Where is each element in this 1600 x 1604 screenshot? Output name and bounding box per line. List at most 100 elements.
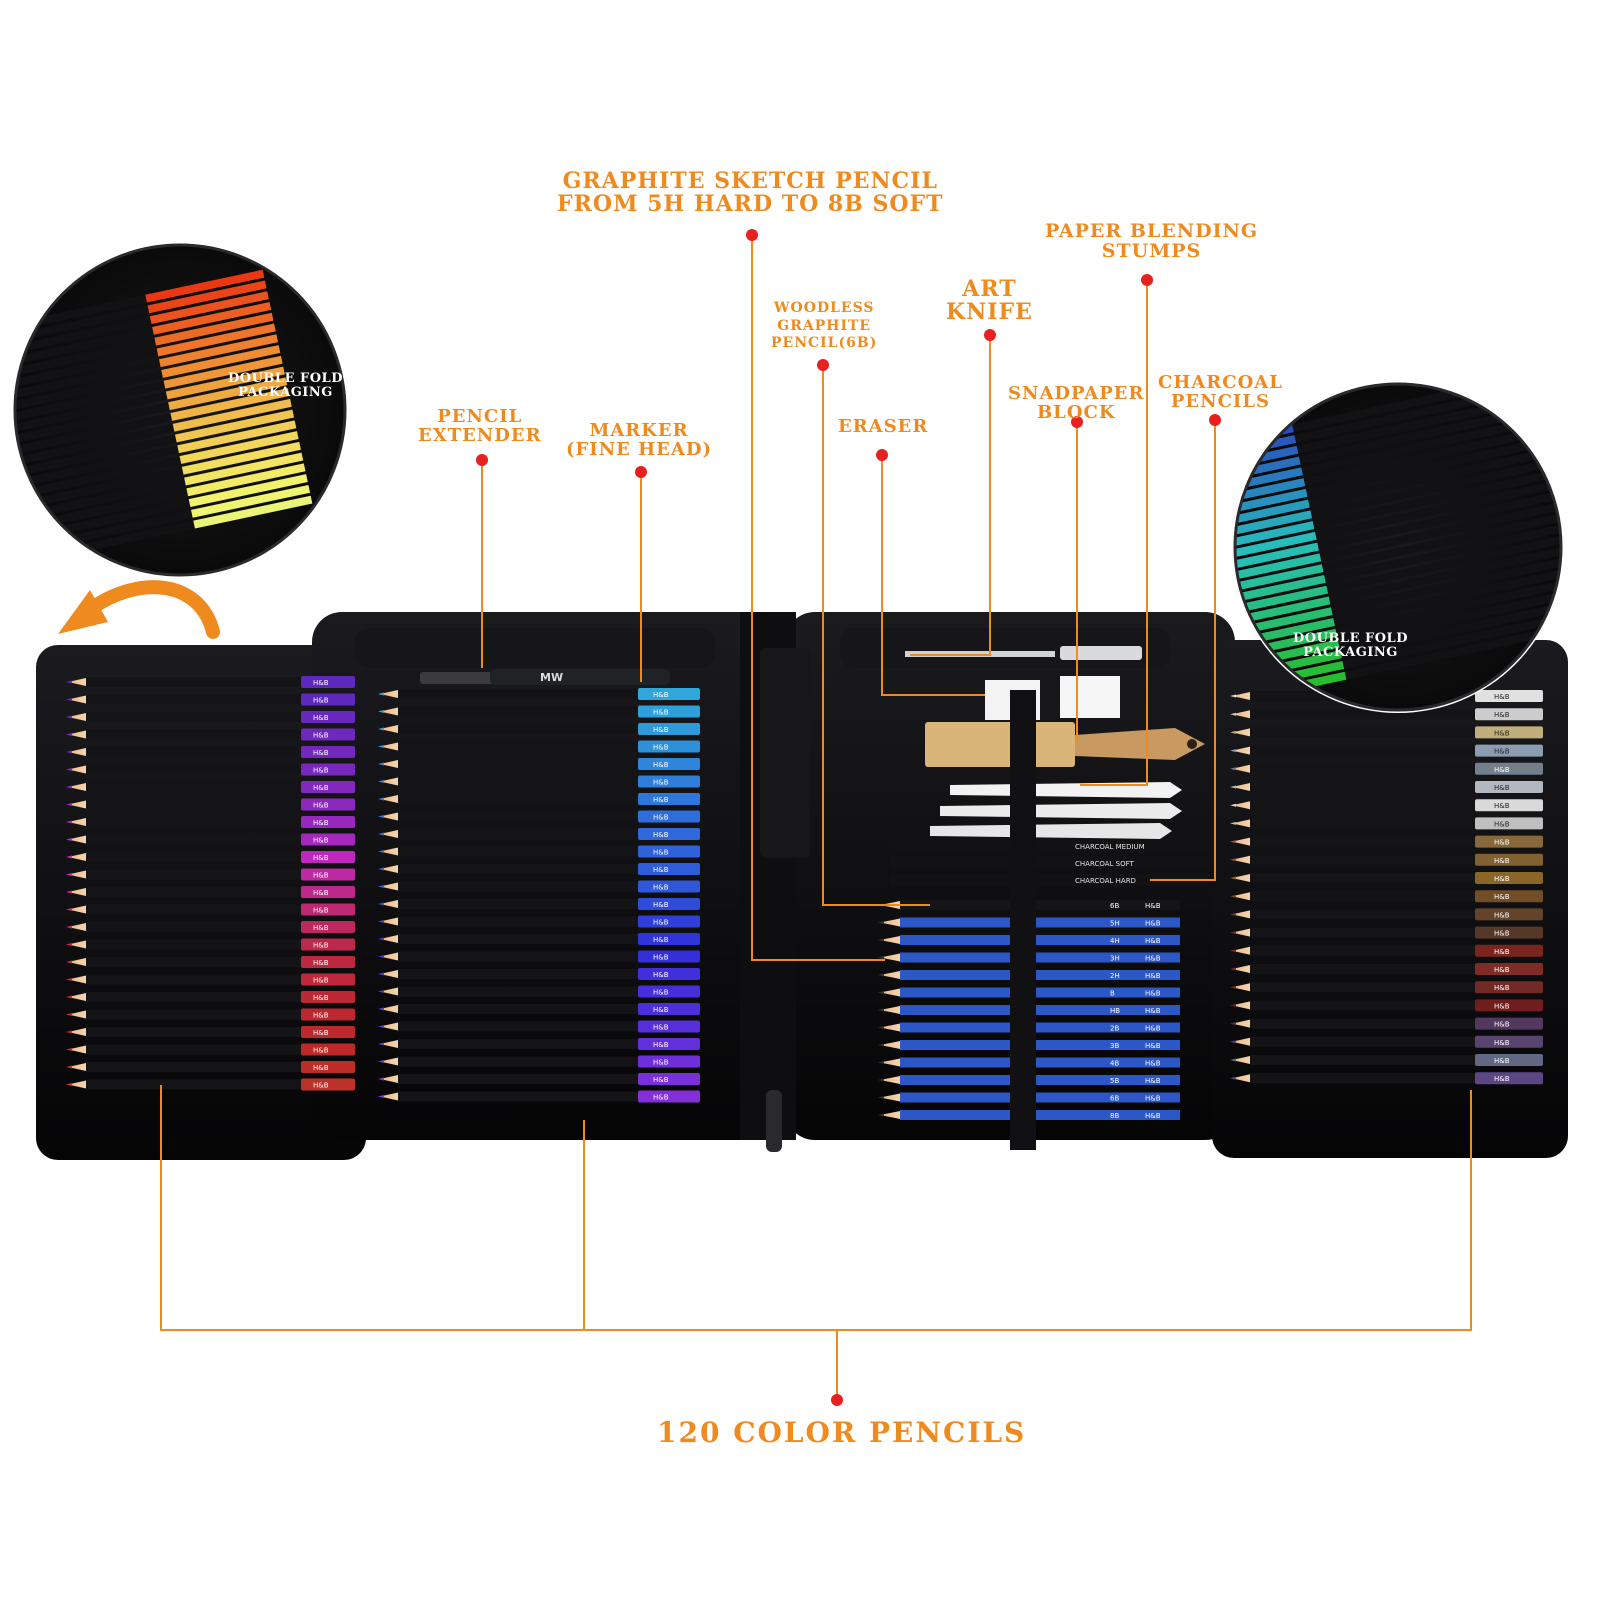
svg-text:CHARCOAL HARD: CHARCOAL HARD — [1075, 877, 1136, 885]
pencil-row-right: H&B — [1230, 853, 1543, 866]
svg-text:H&B: H&B — [653, 1094, 669, 1102]
pencil-row-right: H&B — [1230, 872, 1543, 884]
pencil-row-center: H&B — [378, 793, 700, 805]
inset-right — [1232, 381, 1564, 713]
svg-text:H&B: H&B — [653, 884, 669, 892]
eraser-label: ERASER — [838, 416, 929, 437]
pencil-row-center: H&B — [378, 1038, 700, 1050]
svg-text:H&B: H&B — [1494, 857, 1510, 865]
svg-text:5B: 5B — [1110, 1077, 1119, 1085]
pencil-row-right: H&B — [1230, 708, 1543, 721]
pencil-row-center: H&B — [378, 758, 700, 770]
svg-text:H&B: H&B — [313, 994, 329, 1002]
pencil-row-center: H&B — [378, 1055, 700, 1068]
svg-text:H&B: H&B — [1494, 893, 1510, 901]
svg-text:H&B: H&B — [313, 732, 329, 740]
pencil-row-center: H&B — [378, 705, 700, 718]
eraser-2 — [1060, 676, 1120, 718]
svg-text:H&B: H&B — [1494, 839, 1510, 847]
svg-text:H&B: H&B — [653, 744, 669, 752]
svg-text:H&B: H&B — [1145, 1042, 1161, 1050]
svg-text:H&B: H&B — [653, 1006, 669, 1014]
svg-text:B: B — [1110, 990, 1115, 998]
svg-text:2B: 2B — [1110, 1025, 1119, 1033]
pencil-row-right: H&B — [1230, 926, 1543, 939]
svg-text:H&B: H&B — [313, 714, 329, 722]
pencil-extender — [420, 672, 510, 684]
pencil-row-right: H&B — [1230, 781, 1543, 793]
pencil-row-left: H&B — [66, 728, 355, 741]
callout-lines — [160, 235, 1472, 1400]
svg-text:H&B: H&B — [313, 837, 329, 845]
pencil-row-center: H&B — [378, 688, 700, 700]
pencil-row-center: H&B — [378, 1020, 700, 1033]
pencil-row-center: H&B — [378, 810, 700, 823]
pencil-row-right: H&B — [1230, 835, 1543, 848]
svg-text:H&B: H&B — [313, 1082, 329, 1090]
svg-text:H&B: H&B — [1494, 911, 1510, 919]
svg-text:H&B: H&B — [1145, 1095, 1161, 1103]
pencil-row-left: H&B — [66, 1078, 355, 1091]
svg-text:H&B: H&B — [313, 924, 329, 932]
svg-text:H&B: H&B — [313, 679, 329, 687]
tools: MW — [420, 646, 1205, 1150]
zipper-pull-icon[interactable] — [766, 1090, 782, 1152]
curved-arrow-icon — [58, 580, 220, 639]
pencil-row-left: H&B — [66, 816, 355, 828]
inset-left — [12, 242, 348, 578]
pencil-row-right: H&B — [1230, 1054, 1543, 1066]
svg-text:H&B: H&B — [1494, 820, 1510, 828]
svg-text:H&B: H&B — [653, 1059, 669, 1067]
svg-text:H&B: H&B — [313, 1047, 329, 1055]
pencil-row-left: H&B — [66, 711, 355, 723]
pencil-row-center: H&B — [378, 880, 700, 893]
svg-text:3H: 3H — [1110, 955, 1120, 963]
svg-text:6B: 6B — [1110, 902, 1119, 910]
charcoal-pencil: CHARCOAL MEDIUM — [890, 840, 1210, 852]
svg-text:2H: 2H — [1110, 972, 1120, 980]
pencil-row-left: H&B — [66, 903, 355, 916]
svg-text:H&B: H&B — [313, 767, 329, 775]
pencil-row-right: H&B — [1230, 762, 1543, 775]
svg-text:H&B: H&B — [653, 971, 669, 979]
svg-text:H&B: H&B — [653, 1076, 669, 1084]
pencil-row-left: H&B — [66, 956, 355, 968]
svg-text:CHARCOAL SOFT: CHARCOAL SOFT — [1075, 860, 1134, 868]
pencil-row-left: H&B — [66, 886, 355, 898]
pencil-row-center: H&B — [378, 845, 700, 858]
pencil-row-left: H&B — [66, 991, 355, 1003]
svg-text:H&B: H&B — [313, 854, 329, 862]
pencil-row-left: H&B — [66, 973, 355, 986]
marker — [490, 669, 670, 685]
svg-text:H&B: H&B — [313, 749, 329, 757]
pencil-row-center: H&B — [378, 933, 700, 945]
pencil-row-right: H&B — [1230, 999, 1543, 1012]
marker-label: MARKER(FINE HEAD) — [566, 420, 712, 460]
svg-text:H&B: H&B — [313, 907, 329, 915]
svg-text:H&B: H&B — [653, 831, 669, 839]
svg-text:H&B: H&B — [1494, 966, 1510, 974]
pencil-row-right: H&B — [1230, 1017, 1543, 1030]
pencil-row-left: H&B — [66, 676, 355, 688]
svg-text:H&B: H&B — [653, 709, 669, 717]
pencil-row-center: H&B — [378, 1073, 700, 1085]
svg-text:H&B: H&B — [653, 1024, 669, 1032]
svg-text:H&B: H&B — [313, 697, 329, 705]
color-pencils-label: 120 COLOR PENCILS — [657, 1416, 1027, 1449]
pencil-row-center: H&B — [378, 985, 700, 998]
svg-text:6B: 6B — [1110, 1095, 1119, 1103]
pencil-row-center: H&B — [378, 1090, 700, 1103]
svg-text:H&B: H&B — [653, 726, 669, 734]
svg-text:H&B: H&B — [653, 849, 669, 857]
